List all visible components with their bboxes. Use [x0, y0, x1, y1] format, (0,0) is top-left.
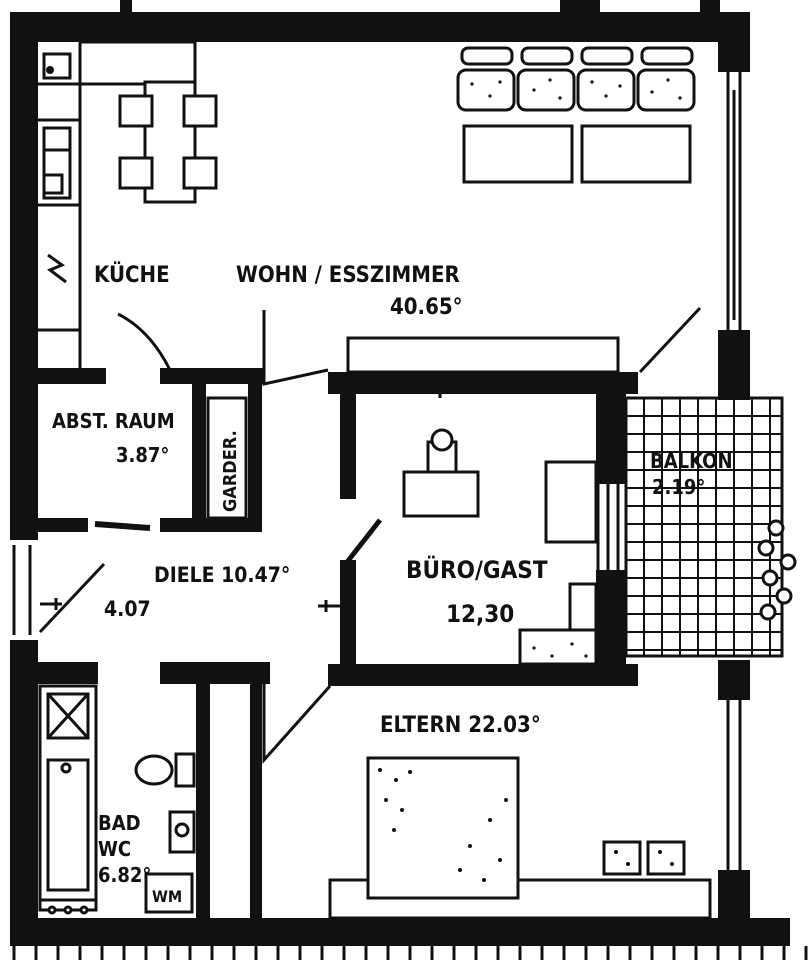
office-top-wall — [328, 372, 638, 394]
living-area: 40.65° — [390, 295, 463, 320]
kitchen-label: KÜCHE — [94, 262, 170, 288]
chair — [182, 94, 218, 128]
sideboard — [346, 336, 620, 374]
office-shelf — [568, 582, 598, 632]
garderobe-label: GARDER. — [220, 430, 241, 512]
living-label: WOHN / ESSZIMMER — [236, 263, 460, 288]
right-wall-mid — [718, 330, 750, 400]
storage-area: 3.87° — [116, 443, 169, 467]
balcony-grid — [624, 396, 784, 658]
chair — [118, 94, 154, 128]
living-window — [726, 72, 742, 330]
office-right-wall — [596, 394, 626, 484]
top-wall — [10, 12, 750, 42]
toilet — [134, 752, 196, 788]
closet-wall — [250, 684, 262, 920]
bath-radiator — [40, 898, 96, 915]
washing-machine-label: WM — [152, 887, 182, 906]
sofa — [456, 46, 696, 112]
wc-label: WC — [98, 837, 131, 861]
garderobe-rail — [206, 396, 248, 520]
stove-icon — [47, 253, 67, 284]
double-bed — [366, 756, 520, 900]
abst-door — [94, 521, 151, 531]
fridge — [42, 52, 72, 80]
bath-label: BAD — [98, 811, 141, 835]
chair — [118, 156, 154, 190]
dining-table — [118, 80, 218, 204]
office-cabinet — [544, 460, 598, 544]
office-label: BÜRO/GAST — [406, 554, 548, 584]
abst-right-wall — [192, 384, 206, 524]
washing-machine — [144, 872, 194, 914]
washbasin — [168, 810, 196, 854]
hall-door-opening — [262, 310, 329, 386]
office-door-swing — [342, 518, 382, 568]
entry-door-handle-icon — [40, 598, 62, 610]
office-desk — [402, 394, 480, 518]
right-wall-bottom — [718, 870, 750, 930]
balcony-door-swing — [638, 306, 702, 374]
bath-top-wall — [38, 662, 98, 684]
chair — [182, 156, 218, 190]
interior-walls — [10, 368, 638, 920]
bedroom-window — [726, 700, 742, 870]
right-wall-low — [718, 660, 750, 700]
right-wall-top — [718, 12, 750, 72]
balcony-area: 2.19° — [652, 475, 705, 499]
office-area: 12,30 — [446, 600, 514, 628]
coffee-tables — [462, 124, 692, 184]
office-bottom-wall — [328, 664, 638, 686]
bedroom-door-swing — [262, 684, 332, 764]
bottom-ticks — [12, 946, 808, 960]
kitchen-door-swing — [117, 312, 172, 371]
garderobe-right-wall — [248, 384, 262, 524]
bedroom-label: ELTERN 22.03° — [380, 713, 541, 738]
office-right-wall — [596, 570, 626, 670]
entry-door-swing — [38, 562, 106, 634]
left-wall — [10, 12, 38, 932]
kitchen-abst-wall — [38, 368, 106, 384]
hallway-label: DIELE 10.47° — [154, 563, 290, 587]
wall-stub — [560, 0, 600, 14]
bath-top-wall — [160, 662, 270, 684]
bottom-wall — [10, 918, 790, 946]
bath-area: 6.82° — [98, 863, 151, 887]
office-left-wall — [340, 394, 356, 499]
office-bed — [518, 628, 598, 666]
abst-bottom-wall — [38, 518, 88, 532]
balcony-plants — [757, 519, 797, 621]
outer-walls — [10, 0, 790, 946]
office-left-wall — [340, 560, 356, 670]
wall-stub — [120, 0, 132, 14]
bath-right-wall — [196, 684, 210, 920]
storage-label: ABST. RAUM — [52, 409, 175, 433]
abst-bottom-wall — [160, 518, 262, 532]
balcony-label: BALKON — [650, 449, 733, 473]
wall-stub — [700, 0, 720, 14]
office-door-handle-icon — [318, 600, 340, 612]
kitchen-counter — [38, 42, 82, 368]
hallway-sub-area: 4.07 — [104, 597, 151, 621]
kitchen-abst-wall — [160, 368, 265, 384]
bathtub — [38, 684, 98, 912]
bedroom-chairs — [602, 840, 686, 876]
